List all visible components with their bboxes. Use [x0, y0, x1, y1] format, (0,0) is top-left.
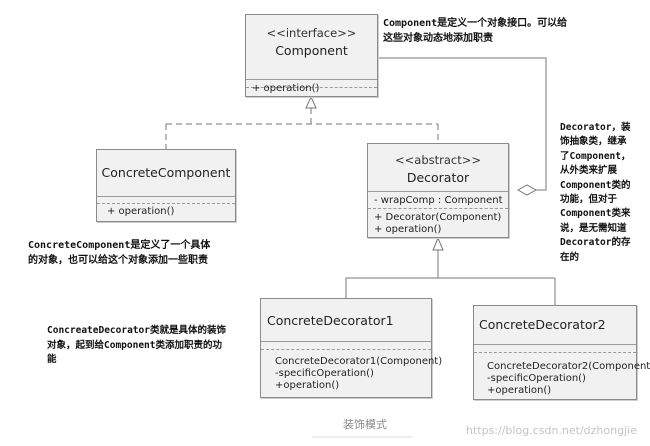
- concrete-decorator1-operation: +operation(): [275, 380, 340, 391]
- concrete-decorator1-constructor: ConcreteDecorator1(Component): [275, 356, 443, 367]
- concrete-component-divider-dashed: [97, 203, 235, 204]
- concrete-decorator-note-line: ConcreateDecorator类就是具体的装饰: [47, 325, 226, 336]
- concrete-decorator1-class-box: ConcreteDecorator1 ConcreteDecorator1(Co…: [260, 298, 442, 398]
- concrete-decorator2-class-box: ConcreteDecorator2 ConcreteDecorator2(Co…: [473, 305, 650, 400]
- decorator-note-line: 了Component，: [560, 150, 631, 162]
- component-stereotype: <<interface>>: [266, 26, 357, 40]
- concrete-component-note: ConcreteComponent是定义了一个具体 的对象，也可以给这个对象添加…: [28, 238, 210, 268]
- concrete-decorator-note: ConcreateDecorator类就是具体的装饰 对象，起到给Compone…: [47, 324, 226, 368]
- component-class-name: Component: [275, 43, 348, 58]
- component-note-line: 这些对象动态地添加职责: [383, 33, 493, 44]
- decorator-divider-dashed: [368, 208, 508, 209]
- decorator-operation: + operation(): [374, 224, 442, 235]
- decorator-constructor: + Decorator(Component): [374, 212, 502, 223]
- component-divider-dashed: [246, 87, 377, 88]
- concrete-decorator-note-line: 对象，起到给Component类添加职责的功: [47, 339, 222, 351]
- concrete-component-class-box: ConcreteComponent + operation(): [96, 149, 236, 222]
- concrete-decorator1-divider-dashed: [261, 349, 431, 350]
- decorator-note-line: 说，是无需知道: [560, 222, 627, 234]
- decorator-attribute: - wrapComp : Component: [374, 195, 503, 206]
- realization-arrowhead: [305, 95, 317, 109]
- decorator-note-line: Decorator，装: [560, 122, 631, 133]
- decorator-class-name: Decorator: [406, 170, 470, 185]
- decorator-note-line: Decorator的存: [560, 237, 631, 249]
- concrete-decorator2-specific-operation: -specificOperation(): [487, 373, 586, 384]
- component-class-box: <<interface>> Component + operation(): [245, 14, 378, 97]
- concrete-decorator1-divider: [261, 341, 431, 342]
- concrete-component-operation: + operation(): [107, 206, 175, 217]
- concrete-decorator2-class-name: ConcreteDecorator2: [479, 317, 606, 332]
- decorator-class-box: <<abstract>> Decorator - wrapComp : Comp…: [367, 143, 509, 238]
- concrete-component-divider: [97, 196, 235, 197]
- component-note: Component是定义一个对象接口。可以给 这些对象动态地添加职责: [383, 16, 567, 46]
- concrete-decorator2-divider-dashed: [474, 352, 636, 353]
- concrete-component-class-name: ConcreteComponent: [101, 165, 231, 180]
- component-operation: + operation(): [252, 83, 320, 94]
- decorator-note-line: Component类来: [560, 208, 631, 220]
- aggregation-diamond: [516, 184, 538, 196]
- concrete-decorator1-specific-operation: -specificOperation(): [275, 368, 374, 379]
- concrete-component-note-line: ConcreteComponent是定义了一个具体: [28, 240, 211, 251]
- concrete-decorator1-class-name: ConcreteDecorator1: [267, 313, 394, 328]
- decorator-note-line: 功能，但对于: [560, 194, 618, 206]
- concrete-decorator-note-line: 能: [47, 354, 57, 365]
- concrete-decorator2-divider: [474, 344, 636, 345]
- component-note-line: Component是定义一个对象接口。可以给: [383, 18, 568, 29]
- concrete-decorator2-operation: +operation(): [487, 385, 552, 396]
- concrete-decorator2-constructor: ConcreteDecorator2(Component): [487, 361, 650, 372]
- decorator-note-line: 从外类来扩展: [560, 165, 618, 177]
- decorator-note-line: 在的: [560, 251, 580, 263]
- component-divider: [246, 79, 377, 80]
- watermark: https://blog.csdn.net/dzhongjie: [466, 424, 637, 437]
- decorator-note: Decorator，装 饰抽象类，继承 了Component， 从外类来扩展 C…: [560, 121, 630, 265]
- decorator-stereotype: <<abstract>>: [395, 153, 481, 167]
- diagram-caption: 装饰模式: [343, 418, 387, 431]
- decorator-note-line: 饰抽象类，继承: [560, 136, 627, 148]
- concrete-component-note-line: 的对象，也可以给这个对象添加一些职责: [28, 255, 208, 266]
- decorator-note-line: Component类的: [560, 179, 631, 191]
- generalization-arrowhead: [432, 236, 444, 251]
- aggregation-line: [378, 57, 547, 191]
- decorator-divider: [368, 191, 508, 192]
